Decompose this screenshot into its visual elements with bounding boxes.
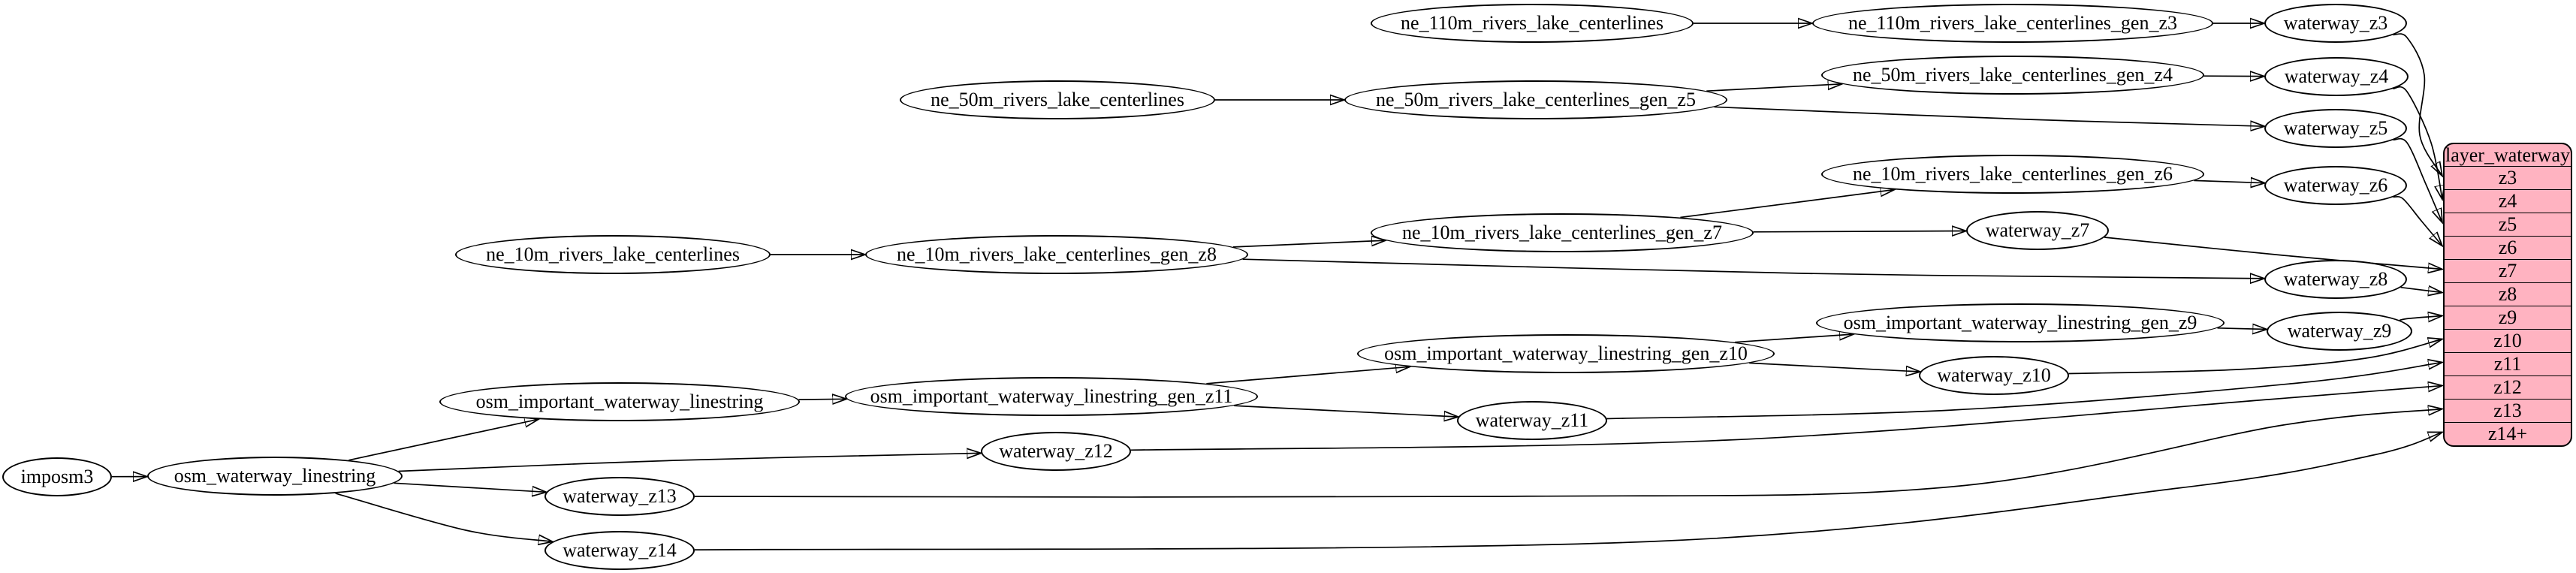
- node-ne_50m_rivers_lake_centerlines_gen_z5: ne_50m_rivers_lake_centerlines_gen_z5: [1344, 80, 1727, 119]
- node-waterway_z11: waterway_z11: [1457, 401, 1607, 440]
- node-osm_waterway_linestring: osm_waterway_linestring: [147, 457, 403, 496]
- edge-osm_important_waterway_linestring_gen_z11-to-waterway_z11: [1234, 405, 1458, 417]
- edge-osm_important_waterway_linestring_gen_z9-to-waterway_z9: [2217, 328, 2267, 330]
- table-row-z11: z11: [2445, 352, 2571, 375]
- table-row-z4: z4: [2445, 189, 2571, 213]
- edge-osm_waterway_linestring-to-waterway_z14: [335, 493, 553, 541]
- edge-ne_10m_rivers_lake_centerlines_gen_z6-to-waterway_z6: [2194, 180, 2265, 182]
- table-row-z8: z8: [2445, 282, 2571, 306]
- edge-osm_important_waterway_linestring_gen_z11-to-osm_important_waterway_linestring_gen_z10: [1206, 366, 1410, 385]
- node-ne_110m_rivers_lake_centerlines: ne_110m_rivers_lake_centerlines: [1371, 4, 1694, 43]
- edge-ne_10m_rivers_lake_centerlines_gen_z8-to-waterway_z8: [1242, 258, 2265, 279]
- edge-ne_50m_rivers_lake_centerlines_gen_z5-to-ne_50m_rivers_lake_centerlines_gen_z4: [1706, 84, 1842, 92]
- node-waterway_z13: waterway_z13: [544, 477, 695, 516]
- node-ne_10m_rivers_lake_centerlines: ne_10m_rivers_lake_centerlines: [455, 235, 771, 274]
- node-imposm3: imposm3: [2, 457, 112, 496]
- table-row-z14+: z14+: [2445, 422, 2571, 445]
- table-row-z6: z6: [2445, 236, 2571, 259]
- edge-waterway_z9-to-row-z9: [2399, 316, 2442, 321]
- edge-ne_10m_rivers_lake_centerlines_gen_z7-to-waterway_z7: [1753, 231, 1966, 232]
- node-ne_50m_rivers_lake_centerlines_gen_z4: ne_50m_rivers_lake_centerlines_gen_z4: [1821, 56, 2204, 95]
- node-ne_10m_rivers_lake_centerlines_gen_z6: ne_10m_rivers_lake_centerlines_gen_z6: [1821, 155, 2204, 194]
- node-waterway_z3: waterway_z3: [2264, 4, 2407, 43]
- node-waterway_z6: waterway_z6: [2264, 166, 2407, 205]
- table-row-z12: z12: [2445, 375, 2571, 399]
- node-waterway_z12: waterway_z12: [981, 432, 1131, 471]
- edge-ne_50m_rivers_lake_centerlines_gen_z5-to-waterway_z5: [1714, 106, 2265, 126]
- node-osm_important_waterway_linestring_gen_z10: osm_important_waterway_linestring_gen_z1…: [1357, 334, 1775, 373]
- edge-osm_important_waterway_linestring_gen_z10-to-waterway_z10: [1749, 362, 1920, 372]
- node-waterway_z8: waterway_z8: [2264, 260, 2407, 299]
- edge-waterway_z5-to-row-z5: [2393, 137, 2442, 223]
- edge-waterway_z11-to-row-z11: [1606, 363, 2443, 420]
- edge-waterway_z14-to-row-z14+: [694, 433, 2442, 550]
- table-row-z7: z7: [2445, 259, 2571, 282]
- table-row-z13: z13: [2445, 399, 2571, 422]
- table-row-z3: z3: [2445, 166, 2571, 189]
- edge-osm_waterway_linestring-to-osm_important_waterway_linestring: [348, 419, 538, 461]
- node-waterway_z9: waterway_z9: [2267, 312, 2412, 351]
- edge-osm_waterway_linestring-to-waterway_z12: [398, 453, 982, 472]
- node-osm_important_waterway_linestring: osm_important_waterway_linestring: [439, 382, 800, 421]
- edge-waterway_z6-to-row-z6: [2393, 196, 2442, 246]
- edge-ne_10m_rivers_lake_centerlines_gen_z8-to-ne_10m_rivers_lake_centerlines_gen_z7: [1232, 240, 1386, 248]
- node-ne_10m_rivers_lake_centerlines_gen_z8: ne_10m_rivers_lake_centerlines_gen_z8: [865, 235, 1248, 274]
- node-ne_110m_rivers_lake_centerlines_gen_z3: ne_110m_rivers_lake_centerlines_gen_z3: [1812, 4, 2213, 43]
- table-row-z9: z9: [2445, 306, 2571, 329]
- edge-waterway_z7-to-row-z7: [2104, 237, 2442, 270]
- node-ne_50m_rivers_lake_centerlines: ne_50m_rivers_lake_centerlines: [900, 80, 1215, 119]
- table-title: layer_waterway: [2445, 143, 2571, 166]
- node-waterway_z14: waterway_z14: [544, 531, 695, 570]
- table-row-z10: z10: [2445, 329, 2571, 352]
- node-waterway_z5: waterway_z5: [2264, 109, 2407, 148]
- edge-osm_waterway_linestring-to-waterway_z13: [394, 482, 547, 492]
- node-waterway_z7: waterway_z7: [1966, 211, 2109, 250]
- node-osm_important_waterway_linestring_gen_z11: osm_important_waterway_linestring_gen_z1…: [845, 377, 1258, 416]
- edge-osm_important_waterway_linestring-to-osm_important_waterway_linestring_gen_z11: [798, 399, 847, 400]
- edge-waterway_z13-to-row-z13: [694, 409, 2442, 498]
- edge-waterway_z4-to-row-z4: [2393, 86, 2443, 200]
- edge-waterway_z12-to-row-z12: [1130, 386, 2442, 451]
- node-waterway_z10: waterway_z10: [1919, 356, 2069, 395]
- node-ne_10m_rivers_lake_centerlines_gen_z7: ne_10m_rivers_lake_centerlines_gen_z7: [1371, 213, 1754, 252]
- table-row-z5: z5: [2445, 213, 2571, 236]
- edge-osm_important_waterway_linestring_gen_z10-to-osm_important_waterway_linestring_gen_z9: [1735, 334, 1854, 343]
- edge-ne_10m_rivers_lake_centerlines_gen_z7-to-ne_10m_rivers_lake_centerlines_gen_z6: [1680, 190, 1894, 219]
- edge-waterway_z8-to-row-z8: [2400, 288, 2442, 293]
- node-waterway_z4: waterway_z4: [2264, 57, 2409, 96]
- node-osm_important_waterway_linestring_gen_z9: osm_important_waterway_linestring_gen_z9: [1816, 303, 2225, 342]
- edge-waterway_z10-to-row-z10: [2068, 339, 2442, 375]
- edge-waterway_z3-to-row-z3: [2393, 33, 2442, 176]
